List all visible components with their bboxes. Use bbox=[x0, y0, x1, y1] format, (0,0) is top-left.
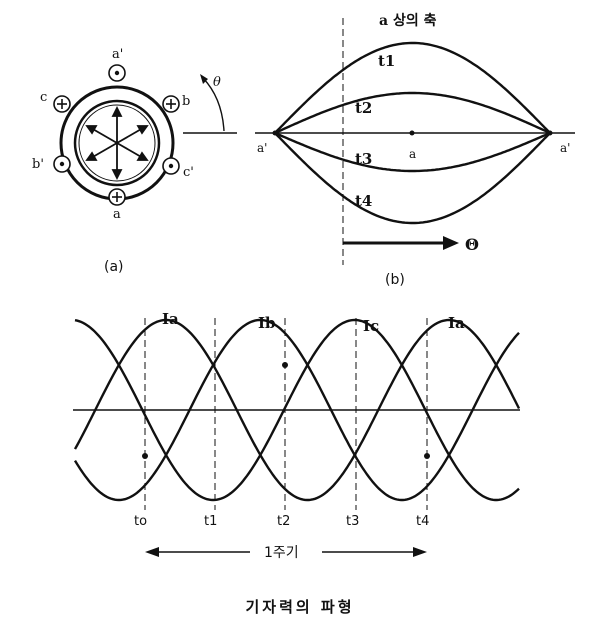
figure-title: 기자력의 파형 bbox=[245, 598, 354, 616]
time-label-t4: t4 bbox=[416, 514, 429, 529]
intersection-point bbox=[282, 362, 288, 368]
current-label-ia-2: Ia bbox=[448, 314, 465, 332]
coil-label-c: c bbox=[40, 90, 47, 105]
mmf-curves bbox=[272, 41, 553, 225]
mmf-curve-t3 bbox=[274, 131, 550, 173]
curve-label-t2: t2 bbox=[355, 99, 372, 117]
time-label-t1: t1 bbox=[204, 514, 217, 529]
coil-label-b: b bbox=[182, 94, 190, 109]
x-label-a: a bbox=[409, 147, 416, 161]
stator-diagram: a' b c' a b' c θ (a) bbox=[32, 47, 237, 275]
current-label-ib: Ib bbox=[258, 314, 276, 332]
coil-label-b-prime: b' bbox=[32, 157, 44, 172]
intersection-point bbox=[424, 453, 430, 459]
curve-label-t3: t3 bbox=[355, 150, 372, 168]
coil-label-c-prime: c' bbox=[183, 165, 194, 180]
node-point bbox=[272, 130, 278, 136]
theta-arc bbox=[202, 77, 225, 132]
caption-b: (b) bbox=[385, 272, 405, 288]
node-point bbox=[409, 130, 415, 136]
theta-axis-label: Θ bbox=[465, 235, 479, 254]
x-label-a-prime-right: a' bbox=[560, 141, 570, 155]
coil-a-prime bbox=[108, 64, 126, 82]
mmf-curve-t2 bbox=[274, 91, 550, 135]
theta-arrow-head-icon bbox=[200, 74, 208, 84]
curve-label-t4: t4 bbox=[355, 192, 372, 210]
phase-curve-ic bbox=[74, 318, 520, 502]
phase-curve-ia bbox=[73, 318, 521, 502]
coil-c-prime bbox=[162, 157, 180, 175]
current-waveforms: Ia Ib Ic Ia to t1 t2 t3 t4 1주기 기자력의 파형 bbox=[73, 310, 521, 616]
mmf-curve-t4 bbox=[274, 132, 550, 225]
coil-b-prime bbox=[53, 155, 71, 173]
mmf-curve-t1 bbox=[274, 41, 550, 134]
field-arrows bbox=[85, 105, 149, 181]
period-label: 1주기 bbox=[264, 545, 299, 561]
period-arrow-left-icon bbox=[145, 547, 159, 557]
node-point bbox=[547, 130, 553, 136]
theta-symbol: θ bbox=[213, 75, 221, 90]
current-label-ic: Ic bbox=[363, 317, 379, 335]
coil-a bbox=[108, 188, 126, 206]
time-guides bbox=[144, 318, 428, 510]
rotor-circle bbox=[73, 99, 161, 187]
period-arrow-right-icon bbox=[413, 547, 427, 557]
rotor-inner-circle bbox=[78, 104, 156, 182]
time-label-to: to bbox=[134, 514, 147, 529]
time-label-t2: t2 bbox=[277, 514, 290, 529]
a-phase-axis-label: a 상의 축 bbox=[379, 12, 437, 29]
coil-label-a: a bbox=[113, 207, 121, 222]
time-label-t3: t3 bbox=[346, 514, 359, 529]
intersection-point bbox=[142, 453, 148, 459]
current-label-ia-1: Ia bbox=[162, 310, 179, 328]
coil-c bbox=[53, 95, 71, 113]
x-label-a-prime-left: a' bbox=[257, 141, 267, 155]
coil-label-a-prime: a' bbox=[112, 47, 123, 62]
caption-a: (a) bbox=[104, 259, 124, 275]
mmf-space-diagram: a 상의 축 t1 t2 t3 t4 a' a a' Θ (b) bbox=[255, 12, 575, 288]
phase-curves bbox=[73, 318, 521, 502]
coil-b bbox=[162, 95, 180, 113]
phase-curve-ib bbox=[73, 318, 520, 502]
curve-label-t1: t1 bbox=[378, 52, 395, 70]
theta-direction-arrow-head-icon bbox=[443, 236, 459, 250]
